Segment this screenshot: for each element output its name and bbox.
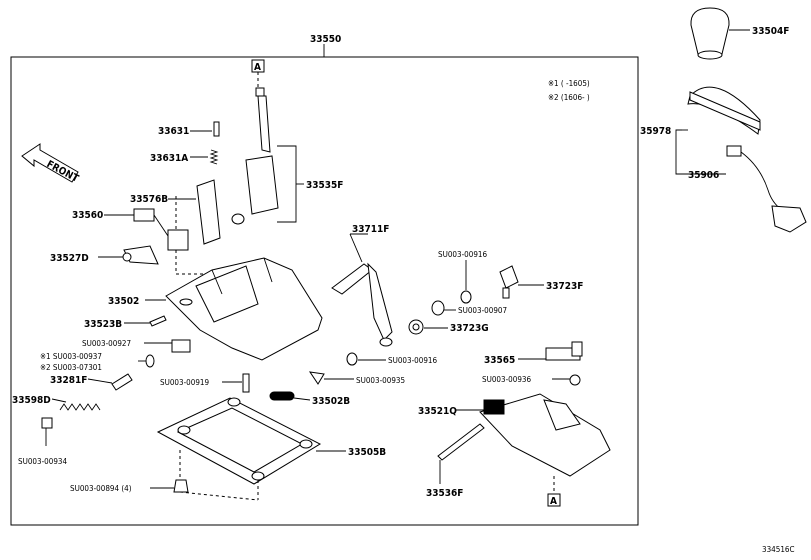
pin-00919[interactable] — [242, 373, 250, 393]
label-33576b: 33576B — [130, 194, 168, 205]
washer-00916a[interactable] — [460, 290, 472, 304]
bolt-33723f[interactable] — [499, 265, 519, 299]
note-2: ※2 (1606- ) — [548, 93, 590, 102]
pin-33631[interactable] — [213, 121, 220, 137]
label-su003-00935: SU003-00935 — [356, 376, 405, 385]
label-su003-07301: ※2 SU003-07301 — [40, 363, 102, 372]
shift-lock-solenoid[interactable] — [133, 208, 189, 251]
ref-a-bottom-box — [547, 493, 561, 507]
clip-00935[interactable] — [308, 371, 325, 385]
base-plate-33505b[interactable] — [156, 397, 322, 501]
label-su003-00916-b: SU003-00916 — [388, 356, 437, 365]
label-ref-a-top: A — [254, 62, 261, 73]
detent-plate[interactable] — [175, 179, 221, 275]
shift-knob[interactable] — [690, 7, 730, 60]
label-su003-00934: SU003-00934 — [18, 457, 67, 466]
label-35978: 35978 — [640, 126, 671, 137]
shift-indicator[interactable] — [687, 86, 807, 233]
washer-00936[interactable] — [569, 374, 581, 386]
label-33521q: 33521Q — [418, 406, 457, 417]
pin-33536f[interactable] — [437, 423, 485, 461]
label-su003-00937: ※1 SU003-00937 — [40, 352, 102, 361]
label-33723f: 33723F — [546, 281, 583, 292]
label-33723g: 33723G — [450, 323, 489, 334]
assembly-frame — [10, 56, 639, 526]
washer-00916b[interactable] — [346, 352, 358, 366]
label-su003-00936: SU003-00936 — [482, 375, 531, 384]
label-33560: 33560 — [72, 210, 103, 221]
label-33502b: 33502B — [312, 396, 350, 407]
collar-00907[interactable] — [431, 300, 445, 316]
label-33281f: 33281F — [50, 375, 87, 386]
label-33523b: 33523B — [84, 319, 122, 330]
label-su003-00919: SU003-00919 — [160, 378, 209, 387]
label-su003-00894: SU003-00894 (4) — [70, 484, 132, 493]
front-arrow — [21, 143, 79, 183]
figure-id: 334516C — [762, 545, 795, 554]
pin-33281f[interactable] — [111, 373, 133, 391]
spring-33598d[interactable] — [59, 403, 101, 411]
position-switch-33521q[interactable] — [479, 393, 611, 477]
label-33598d: 33598D — [12, 395, 51, 406]
spring-33631a[interactable] — [209, 149, 219, 165]
label-33536f: 33536F — [426, 488, 463, 499]
label-33505b: 33505B — [348, 447, 386, 458]
bolt-00894[interactable] — [173, 479, 189, 493]
shift-lever-housing[interactable] — [165, 257, 323, 361]
label-su003-00916-a: SU003-00916 — [438, 250, 487, 259]
shift-lever[interactable] — [231, 87, 279, 225]
lever-33527d[interactable] — [122, 245, 159, 265]
label-35906: 35906 — [688, 170, 719, 181]
label-33631a: 33631A — [150, 153, 188, 164]
label-33711f: 33711F — [352, 224, 389, 235]
switch-33565[interactable] — [545, 341, 583, 361]
label-33527d: 33527D — [50, 253, 89, 264]
label-33550: 33550 — [310, 34, 341, 45]
label-33565: 33565 — [484, 355, 515, 366]
pad-33502b[interactable] — [269, 391, 295, 401]
washer-00937[interactable] — [145, 354, 155, 368]
shaft-33711f[interactable] — [331, 262, 393, 347]
label-33504f: 33504F — [752, 26, 789, 37]
label-su003-00927: SU003-00927 — [82, 339, 131, 348]
bolt-00927[interactable] — [171, 339, 191, 353]
label-33631: 33631 — [158, 126, 189, 137]
label-33535f: 33535F — [306, 180, 343, 191]
end-cap-00934[interactable] — [41, 417, 53, 429]
pin-33523b[interactable] — [149, 315, 167, 327]
label-ref-a-bottom: A — [550, 496, 557, 507]
note-1: ※1 ( -1605) — [548, 79, 590, 88]
label-33502: 33502 — [108, 296, 139, 307]
nut-33723g[interactable] — [408, 319, 424, 335]
label-su003-00907: SU003-00907 — [458, 306, 507, 315]
